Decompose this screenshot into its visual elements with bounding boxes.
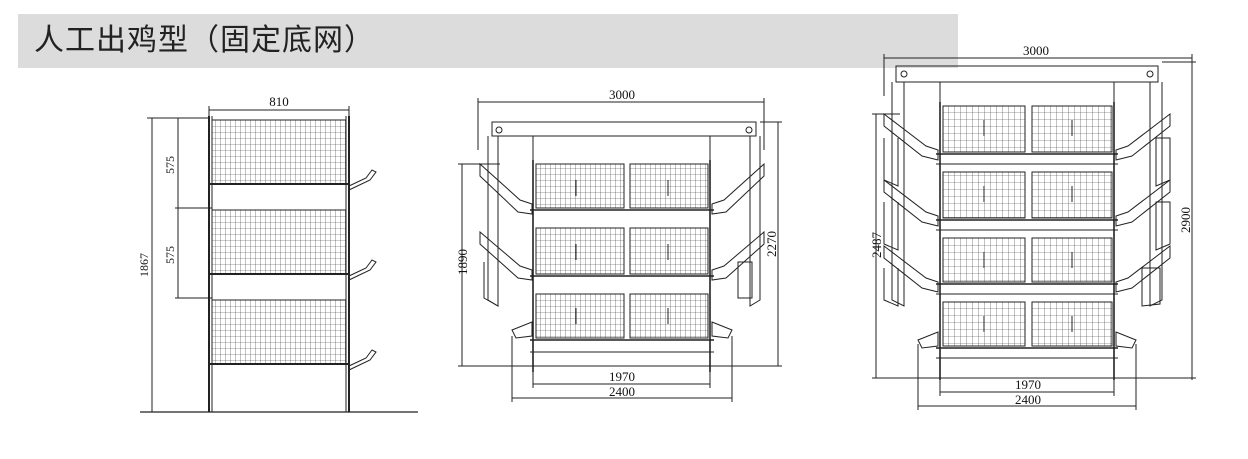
cage-3t-3a	[535, 293, 625, 339]
cage-3t-1a	[535, 163, 625, 209]
side-tier-2-label: 575	[163, 246, 177, 264]
egg-tray-1	[348, 169, 377, 191]
top-beam-4	[895, 65, 1159, 83]
cage-3t-2b	[629, 227, 709, 275]
egg-tray-3	[348, 349, 377, 371]
side-width-label: 810	[269, 94, 289, 109]
front4-left-height-label: 2487	[869, 232, 884, 259]
front-view-4tier	[872, 54, 1196, 410]
cage-tier-1	[211, 119, 347, 185]
cage-tier-3	[211, 299, 347, 365]
egg-tray-2	[348, 259, 377, 281]
front4-outer-width-label: 2400	[1015, 392, 1041, 407]
front-view-3tier	[458, 98, 782, 402]
top-beam	[491, 121, 757, 137]
front3-right-height-label: 2270	[764, 231, 779, 257]
front4-right-height-label: 2900	[1178, 207, 1193, 233]
front3-outer-width-label: 2400	[609, 384, 635, 399]
cage-3t-2a	[535, 227, 625, 275]
page-title: 人工出鸡型（固定底网）	[34, 23, 375, 58]
side-view	[140, 106, 418, 413]
side-tier-1-label: 575	[163, 156, 177, 174]
title-band: 人工出鸡型（固定底网）	[18, 14, 958, 68]
front3-top-width-label: 3000	[609, 87, 635, 102]
side-total-height-label: 1867	[137, 253, 151, 277]
cage-tier-2	[211, 209, 347, 275]
cage-3t-3b	[629, 293, 709, 339]
front3-left-height-label: 1890	[455, 249, 470, 275]
front4-top-width-label: 3000	[1023, 43, 1049, 58]
front3-inner-width-label: 1970	[609, 369, 635, 384]
front4-inner-width-label: 1970	[1015, 377, 1041, 392]
cage-3t-1b	[629, 163, 709, 209]
